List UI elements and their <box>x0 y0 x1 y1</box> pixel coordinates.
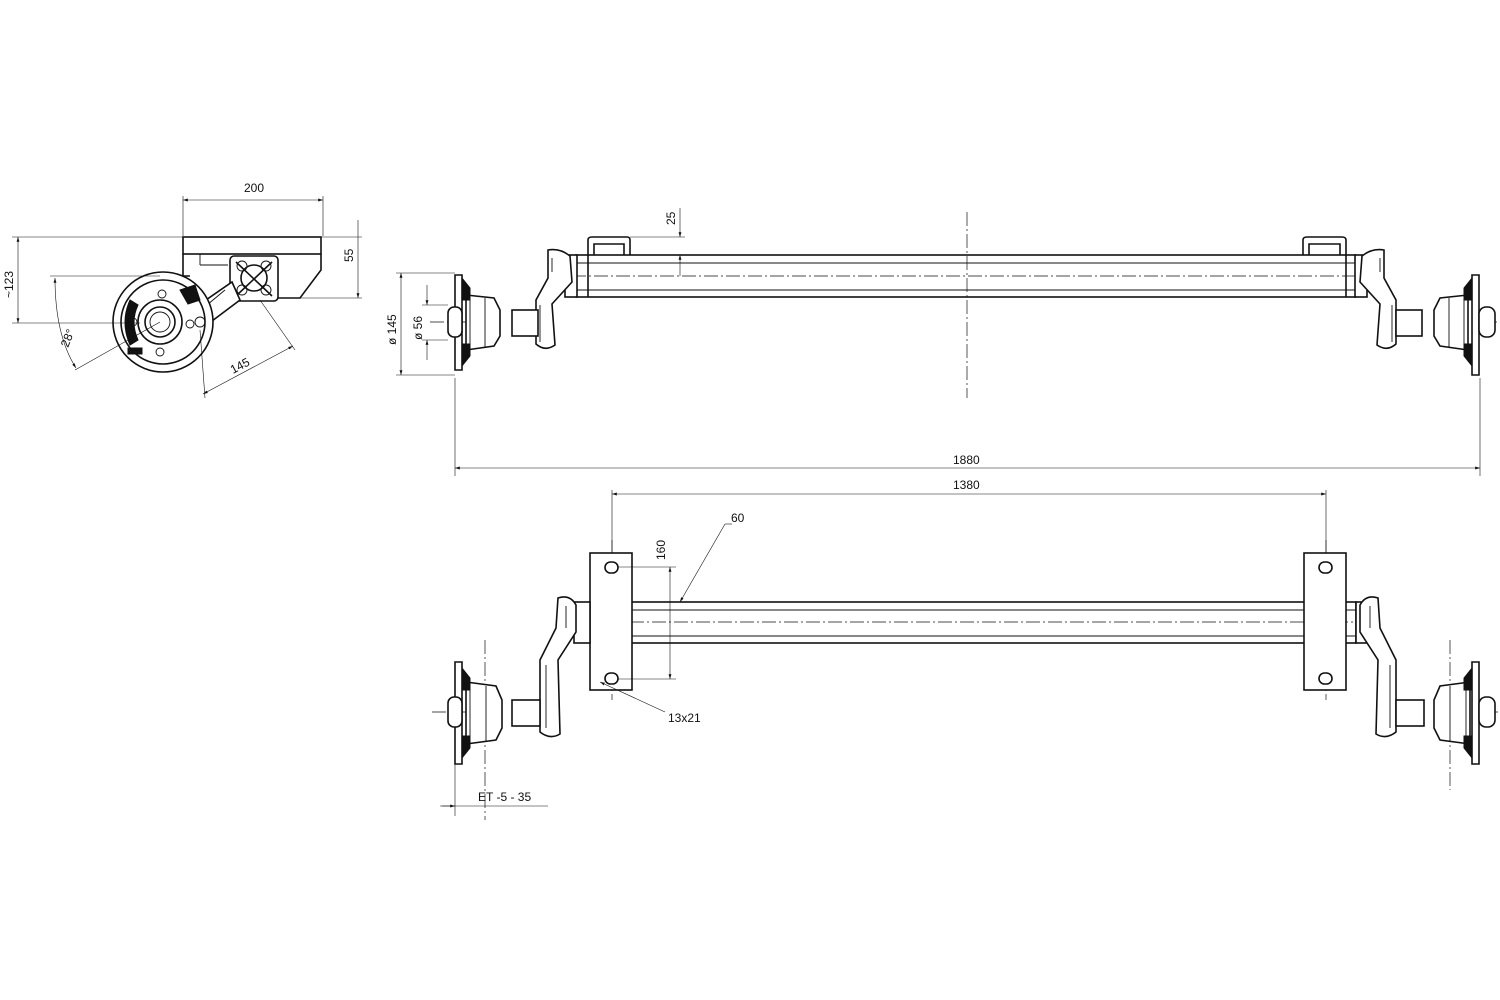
top-view: 25 ø 145 ø 56 1880 <box>385 208 1500 476</box>
side-view: 200 55 ~123 28° 145 <box>2 181 362 399</box>
dim-dia-56: ø 56 <box>411 316 425 340</box>
hub-icon <box>112 271 214 373</box>
dim-angle-28: 28° <box>58 327 78 349</box>
dim-1880: 1880 <box>953 453 980 467</box>
bottom-left-flange-icon <box>447 661 471 765</box>
bottom-left-arm-icon <box>465 596 591 745</box>
left-mount-plate <box>589 552 633 691</box>
bottom-view: 1380 60 160 13x21 ET -5 - 35 <box>432 478 1500 820</box>
bottom-right-arm-icon <box>1355 596 1471 745</box>
right-arm-icon <box>1354 248 1469 351</box>
dim-200: 200 <box>244 181 264 195</box>
dim-123: ~123 <box>2 271 16 298</box>
bottom-right-flange-icon <box>1463 661 1496 765</box>
dim-25: 25 <box>664 211 678 225</box>
dim-160: 160 <box>654 540 668 560</box>
right-mount-plate <box>1303 552 1347 691</box>
dim-et-offset: ET -5 - 35 <box>478 790 531 804</box>
dim-1380: 1380 <box>953 478 980 492</box>
left-arm-icon <box>465 248 578 351</box>
bracket-icon <box>229 255 279 302</box>
left-flange-icon <box>447 274 471 371</box>
dim-145-arm: 145 <box>228 355 253 377</box>
dim-13x21: 13x21 <box>668 711 701 725</box>
dim-dia-145: ø 145 <box>385 314 399 345</box>
right-flange-icon <box>1463 274 1496 376</box>
dim-60: 60 <box>731 511 745 525</box>
dim-55: 55 <box>342 248 356 262</box>
